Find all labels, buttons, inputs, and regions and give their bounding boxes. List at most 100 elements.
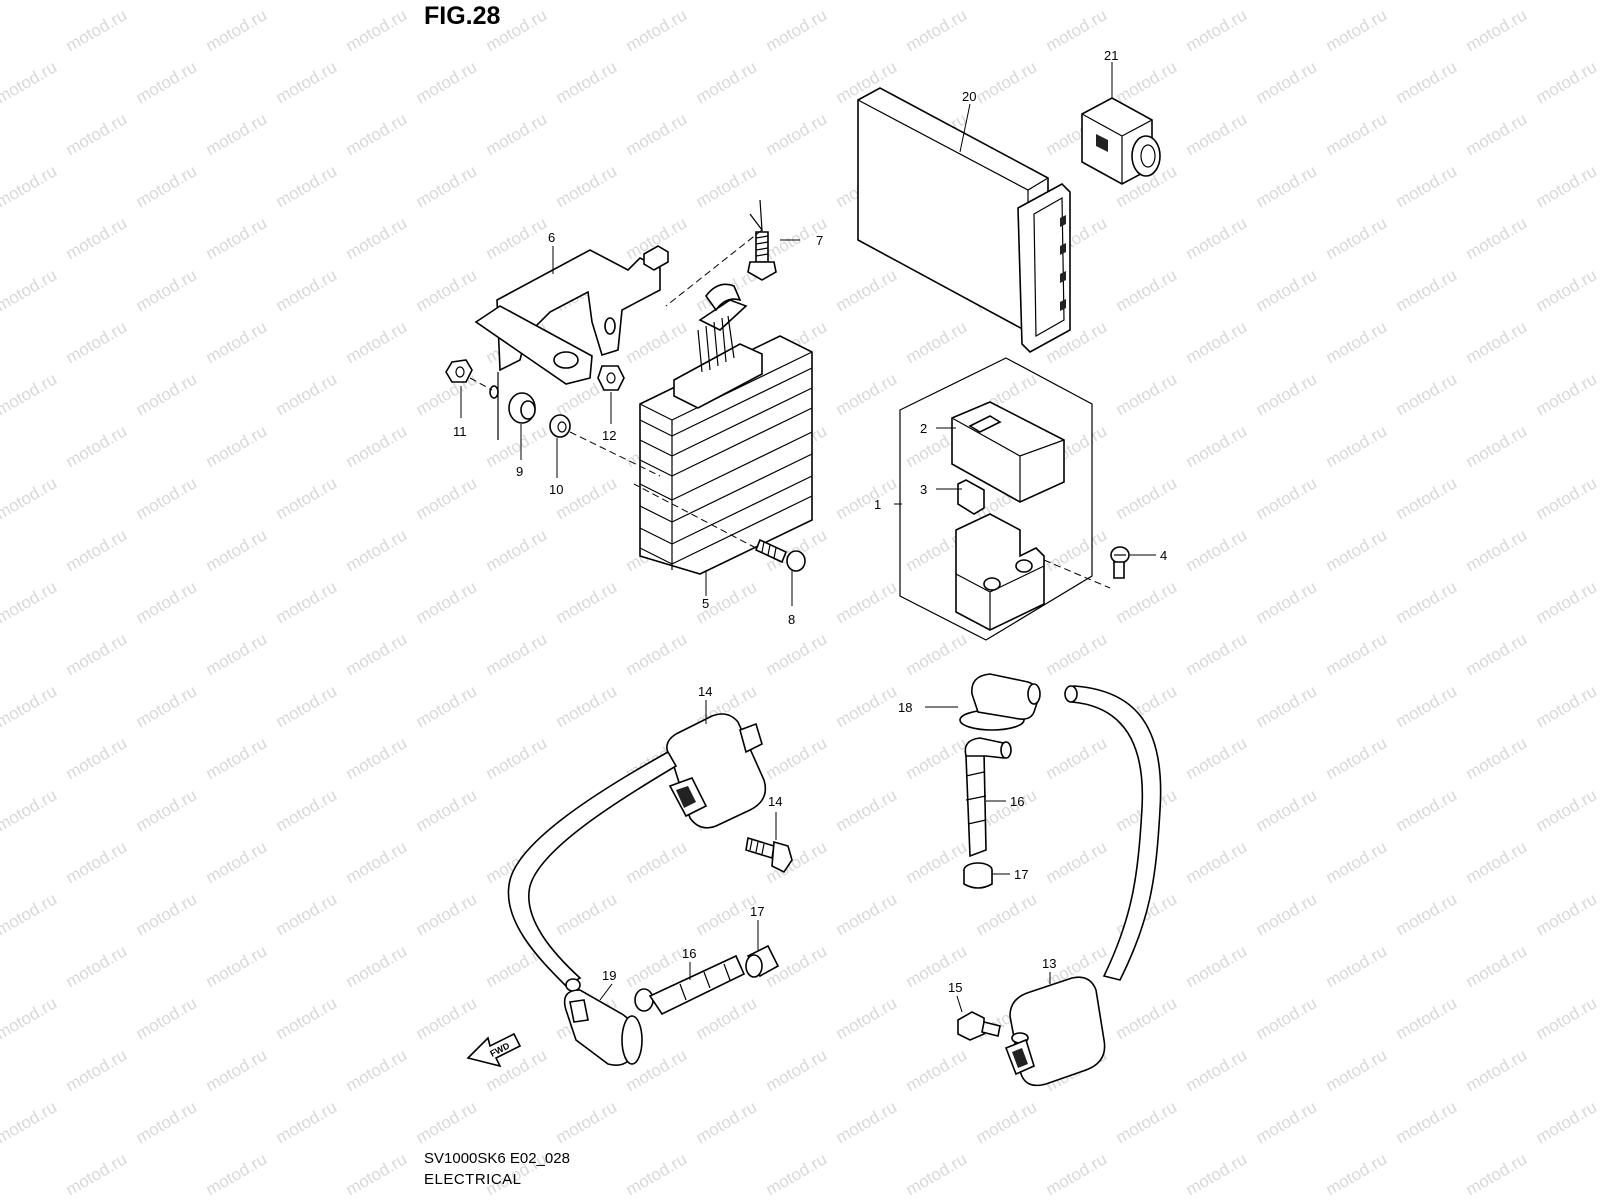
watermark-text: motod.ru (1393, 161, 1461, 211)
watermark-text: motod.ru (1183, 5, 1251, 55)
watermark-text: motod.ru (1183, 837, 1251, 887)
relay-box-part-1[interactable] (899, 357, 1111, 641)
washer-part-10[interactable] (549, 414, 661, 477)
watermark-text: motod.ru (1043, 5, 1111, 55)
watermark-text: motod.ru (833, 889, 901, 939)
watermark-text: motod.ru (903, 733, 971, 783)
ignition-coil-part-13[interactable] (1004, 976, 1106, 1087)
model-code: SV1000SK6 E02_028 (424, 1150, 570, 1167)
bracket-part-6[interactable] (474, 245, 669, 440)
watermark-text: motod.ru (413, 473, 481, 523)
watermark-text: motod.ru (1393, 681, 1461, 731)
watermark-text: motod.ru (1113, 57, 1181, 107)
ecm-part-20[interactable] (857, 87, 1071, 353)
watermark-text: motod.ru (483, 109, 551, 159)
screw-part-4[interactable] (1110, 546, 1130, 579)
watermark-text: motod.ru (203, 629, 271, 679)
nut-part-12[interactable] (597, 365, 625, 391)
watermark-text: motod.ru (1183, 941, 1251, 991)
watermark-text: motod.ru (413, 785, 481, 835)
watermark-text: motod.ru (1113, 369, 1181, 419)
watermark-text: motod.ru (1533, 265, 1600, 315)
cap-part-17-rear[interactable] (963, 862, 993, 889)
watermark-text: motod.ru (1533, 993, 1600, 1043)
watermark-text: motod.ru (833, 1097, 901, 1147)
watermark-text: motod.ru (623, 317, 691, 367)
watermark-text: motod.ru (1323, 733, 1391, 783)
watermark-text: motod.ru (1463, 213, 1531, 263)
ignition-coil-part-14[interactable] (666, 713, 767, 829)
watermark-text: motod.ru (63, 525, 131, 575)
plug-cap-part-18[interactable] (959, 673, 1041, 731)
watermark-text: motod.ru (553, 57, 621, 107)
watermark-text: motod.ru (343, 317, 411, 367)
watermark-text: motod.ru (203, 1045, 271, 1095)
watermark-text: motod.ru (273, 889, 341, 939)
figure-title: FIG.28 (424, 2, 501, 30)
watermark-text: motod.ru (133, 161, 201, 211)
watermark-text: motod.ru (1113, 993, 1181, 1043)
watermark-text: motod.ru (1253, 1097, 1321, 1147)
callout-8: 8 (788, 612, 795, 627)
cap-part-17-front[interactable] (745, 944, 780, 978)
watermark-text: motod.ru (553, 577, 621, 627)
watermark-text: motod.ru (63, 109, 131, 159)
watermark-text: motod.ru (1323, 5, 1391, 55)
callout-4: 4 (1160, 548, 1167, 563)
watermark-text: motod.ru (903, 317, 971, 367)
callout-3: 3 (920, 482, 927, 497)
watermark-text: motod.ru (63, 5, 131, 55)
cover-part-16-front[interactable] (634, 954, 746, 1016)
watermark-text: motod.ru (763, 629, 831, 679)
leader-lines (460, 62, 1156, 1013)
watermark-text: motod.ru (693, 1097, 761, 1147)
watermark-text: motod.ru (133, 785, 201, 835)
watermark-text: motod.ru (553, 1097, 621, 1147)
watermark-text: motod.ru (763, 5, 831, 55)
watermark-text: motod.ru (1183, 421, 1251, 471)
watermark-text: motod.ru (1393, 265, 1461, 315)
nut-part-11[interactable] (445, 359, 493, 391)
callout-14: 14 (698, 684, 712, 699)
watermark-text: motod.ru (1253, 161, 1321, 211)
watermark-text: motod.ru (203, 109, 271, 159)
callout-17-front: 17 (750, 904, 764, 919)
callout-6: 6 (548, 230, 555, 245)
watermark-text: motod.ru (63, 1149, 131, 1199)
callout-11: 11 (453, 424, 467, 439)
watermark-text: motod.ru (693, 161, 761, 211)
watermark-text: motod.ru (1043, 629, 1111, 679)
bolt-part-15-upper[interactable] (745, 836, 793, 874)
watermark-text: motod.ru (1393, 369, 1461, 419)
watermark-text: motod.ru (0, 369, 60, 419)
watermark-text: motod.ru (1253, 681, 1321, 731)
watermark-text: motod.ru (973, 889, 1041, 939)
watermark-text: motod.ru (1533, 785, 1600, 835)
watermark-text: motod.ru (413, 889, 481, 939)
cover-part-16-rear[interactable] (964, 737, 1012, 858)
watermark-text: motod.ru (413, 993, 481, 1043)
watermark-text: motod.ru (273, 577, 341, 627)
bolt-part-7[interactable] (665, 199, 777, 307)
watermark-text: motod.ru (1043, 733, 1111, 783)
regulator-part-5[interactable] (639, 283, 813, 575)
watermark-text: motod.ru (1253, 369, 1321, 419)
plug-cap-part-19[interactable] (563, 989, 643, 1066)
grommet-part-9[interactable] (508, 392, 536, 424)
relay-part-21[interactable] (1081, 97, 1161, 185)
watermark-text: motod.ru (623, 5, 691, 55)
watermark-text: motod.ru (623, 629, 691, 679)
watermark-text: motod.ru (343, 733, 411, 783)
bolt-part-8[interactable] (633, 483, 806, 572)
watermark-text: motod.ru (553, 473, 621, 523)
watermark-text: motod.ru (693, 0, 761, 3)
watermark-text: motod.ru (833, 473, 901, 523)
watermark-text: motod.ru (1463, 629, 1531, 679)
watermark-text: motod.ru (763, 1045, 831, 1095)
watermark-text: motod.ru (1463, 317, 1531, 367)
watermark-text: motod.ru (0, 889, 60, 939)
watermark-text: motod.ru (0, 473, 60, 523)
watermark-text: motod.ru (0, 993, 60, 1043)
bolt-part-15-lower[interactable] (957, 1011, 1001, 1041)
